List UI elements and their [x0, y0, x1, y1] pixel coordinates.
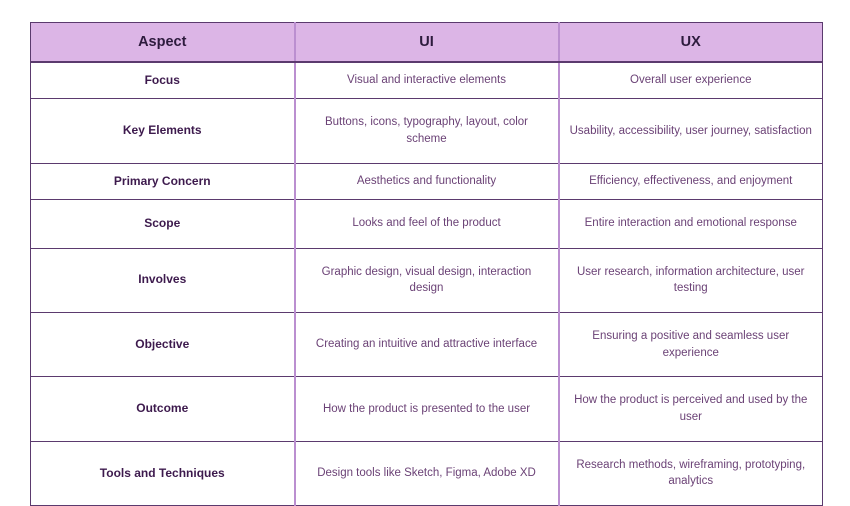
- cell-ux: Entire interaction and emotional respons…: [558, 199, 823, 249]
- header-row: Aspect UI UX: [30, 22, 823, 63]
- cell-ux: Usability, accessibility, user journey, …: [558, 98, 823, 164]
- cell-ux: How the product is perceived and used by…: [558, 376, 823, 442]
- cell-ui: Creating an intuitive and attractive int…: [294, 311, 560, 377]
- cell-ux: Efficiency, effectiveness, and enjoyment: [558, 162, 823, 200]
- cell-ui: Aesthetics and functionality: [294, 162, 560, 200]
- cell-ui: Design tools like Sketch, Figma, Adobe X…: [294, 440, 560, 506]
- column-header-aspect: Aspect: [30, 22, 296, 63]
- cell-aspect: Outcome: [30, 376, 296, 442]
- cell-aspect: Key Elements: [30, 98, 296, 164]
- column-header-ux: UX: [558, 22, 823, 63]
- cell-aspect: Primary Concern: [30, 162, 296, 200]
- cell-ui: Buttons, icons, typography, layout, colo…: [294, 98, 560, 164]
- table-header: Aspect UI UX: [30, 22, 823, 63]
- cell-ux: Overall user experience: [558, 61, 823, 99]
- cell-ux: User research, information architecture,…: [558, 247, 823, 313]
- cell-ui: Looks and feel of the product: [294, 199, 560, 249]
- cell-aspect: Tools and Techniques: [30, 440, 296, 506]
- cell-aspect: Involves: [30, 247, 296, 313]
- cell-ui: How the product is presented to the user: [294, 376, 560, 442]
- cell-ui: Visual and interactive elements: [294, 61, 560, 99]
- cell-aspect: Scope: [30, 199, 296, 249]
- cell-aspect: Focus: [30, 61, 296, 99]
- cell-ui: Graphic design, visual design, interacti…: [294, 247, 560, 313]
- cell-ux: Research methods, wireframing, prototypi…: [558, 440, 823, 506]
- cell-ux: Ensuring a positive and seamless user ex…: [558, 311, 823, 377]
- cell-aspect: Objective: [30, 311, 296, 377]
- column-header-ui: UI: [294, 22, 560, 63]
